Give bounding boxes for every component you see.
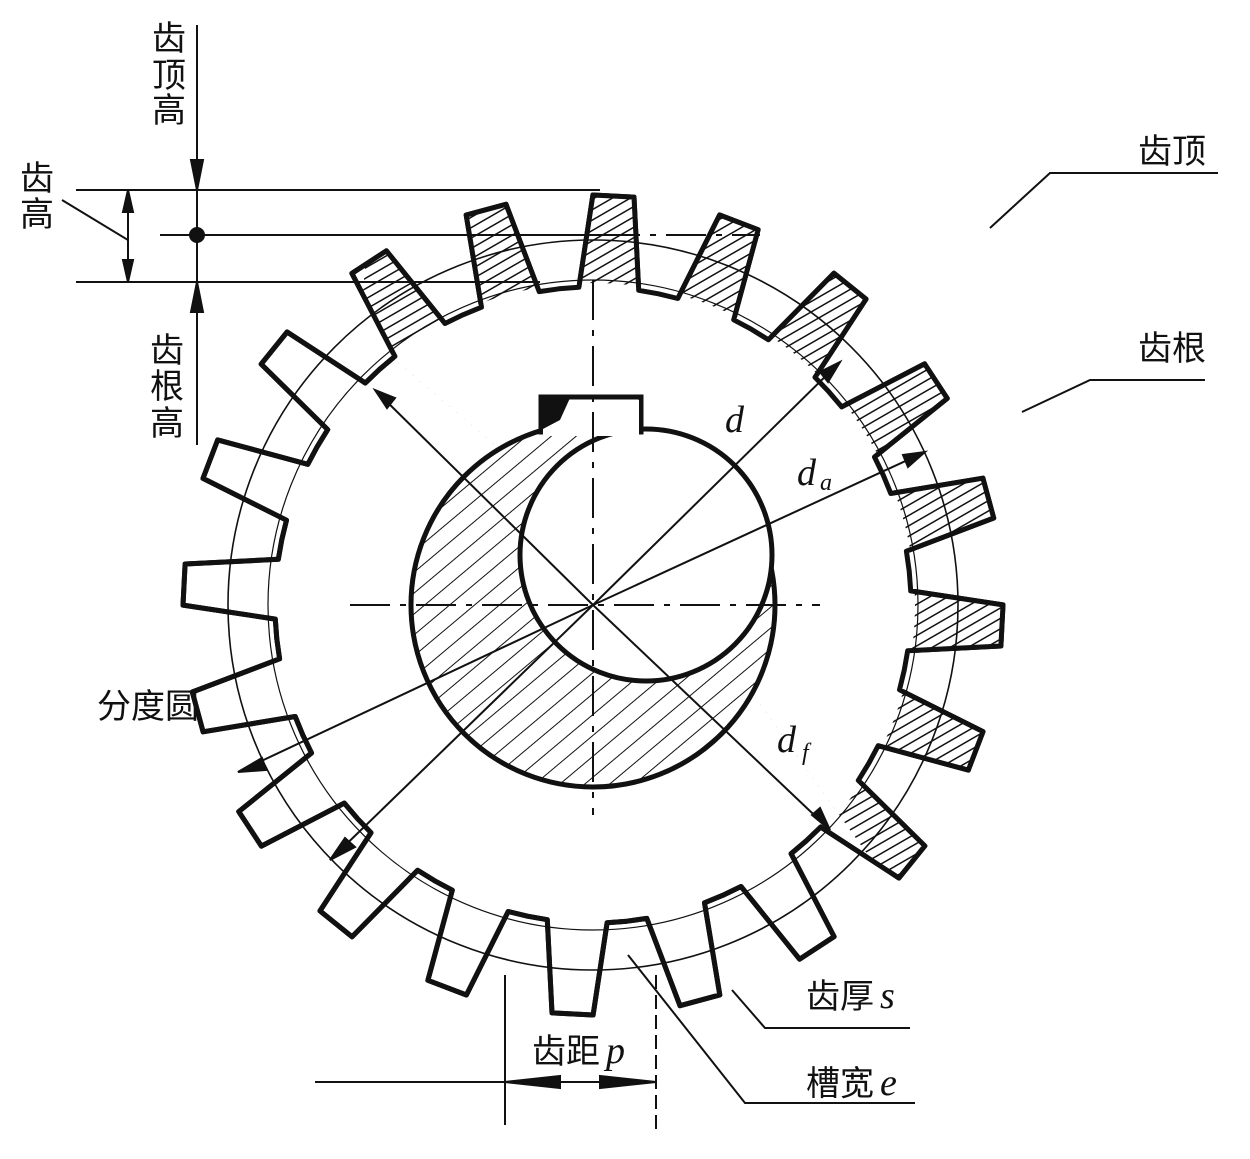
label-root-diameter: d <box>777 719 797 761</box>
label-whole-depth-1: 齿 <box>20 159 54 199</box>
label-space-width: 槽宽 <box>806 1064 874 1104</box>
label-whole-depth-2: 高 <box>20 195 54 235</box>
label-tooth-root: 齿根 <box>1138 329 1206 369</box>
label-dedendum-1: 齿 <box>150 331 184 371</box>
label-addendum-1: 齿 <box>152 19 186 59</box>
label-pitch: 齿距 <box>532 1032 600 1072</box>
label-addendum-2: 顶 <box>152 56 186 96</box>
pitch-circle <box>227 239 959 971</box>
label-tooth-thickness-symbol: s <box>880 975 895 1017</box>
depth-dimensions <box>61 25 600 445</box>
label-tip-diameter-subscript: a <box>820 470 832 496</box>
label-root-diameter-subscript: f <box>802 740 812 766</box>
label-space-width-symbol: e <box>880 1062 897 1104</box>
label-pitch-diameter: d <box>725 399 745 441</box>
label-tooth-thickness: 齿厚 <box>806 977 874 1017</box>
label-addendum-3: 高 <box>152 91 186 131</box>
pitch-dimension <box>315 975 657 1130</box>
labels: 齿 顶 高 齿 高 齿 根 高 齿顶 齿根 分度圆 齿厚 s 槽宽 e 齿距 p… <box>20 19 1206 1104</box>
dimension-lines <box>237 359 929 861</box>
center-lines <box>350 234 820 815</box>
hub-section <box>408 394 778 790</box>
label-pitch-circle: 分度圆 <box>97 687 199 727</box>
label-tip-diameter: d <box>797 452 817 494</box>
label-dedendum-2: 根 <box>150 367 184 407</box>
label-dedendum-3: 高 <box>150 404 184 444</box>
label-tooth-tip: 齿顶 <box>1138 132 1206 172</box>
label-pitch-symbol: p <box>603 1030 625 1072</box>
leader-lines <box>627 172 1218 1104</box>
